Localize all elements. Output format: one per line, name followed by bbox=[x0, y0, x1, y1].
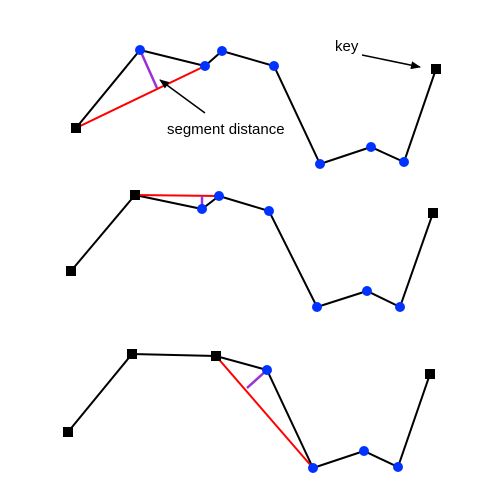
candidate-point bbox=[393, 462, 403, 472]
polyline-3 bbox=[67, 352, 431, 470]
candidate-point bbox=[135, 45, 145, 55]
candidate-point bbox=[264, 206, 274, 216]
key-points-1 bbox=[71, 64, 441, 133]
key-point bbox=[130, 190, 140, 200]
key-point bbox=[428, 208, 438, 218]
polyline-2 bbox=[70, 193, 434, 309]
candidate-point bbox=[308, 463, 318, 473]
key-label: key bbox=[335, 38, 359, 55]
key-points-3 bbox=[63, 349, 435, 437]
candidate-points-2 bbox=[197, 191, 405, 312]
segment-distance-label: segment distance bbox=[167, 121, 285, 138]
panel-step-1: segment distance key bbox=[71, 38, 441, 169]
key-point bbox=[71, 123, 81, 133]
candidate-point bbox=[269, 61, 279, 71]
segment-line-1 bbox=[75, 65, 206, 129]
polyline-1 bbox=[75, 48, 437, 166]
candidate-point bbox=[217, 46, 227, 56]
candidate-point bbox=[200, 61, 210, 71]
candidate-point bbox=[315, 159, 325, 169]
key-point bbox=[66, 266, 76, 276]
distance-line-1 bbox=[138, 49, 159, 89]
segment-line-3 bbox=[215, 355, 314, 469]
panel-step-2 bbox=[66, 190, 438, 312]
candidate-point bbox=[312, 302, 322, 312]
key-point bbox=[63, 427, 73, 437]
key-points-2 bbox=[66, 190, 438, 276]
candidate-point bbox=[197, 204, 207, 214]
candidate-point bbox=[262, 365, 272, 375]
key-point bbox=[425, 369, 435, 379]
candidate-point bbox=[362, 286, 372, 296]
candidate-points-1 bbox=[135, 45, 409, 169]
candidate-point bbox=[395, 302, 405, 312]
key-point bbox=[431, 64, 441, 74]
segment-distance-arrow bbox=[159, 79, 206, 114]
key-point bbox=[127, 349, 137, 359]
segment-line-2 bbox=[134, 194, 220, 197]
key-arrow bbox=[361, 54, 421, 70]
candidate-point bbox=[366, 142, 376, 152]
candidate-point bbox=[399, 157, 409, 167]
candidate-points-3 bbox=[262, 365, 403, 473]
key-point bbox=[211, 351, 221, 361]
candidate-point bbox=[359, 446, 369, 456]
candidate-point bbox=[214, 191, 224, 201]
panel-step-3 bbox=[63, 349, 435, 473]
